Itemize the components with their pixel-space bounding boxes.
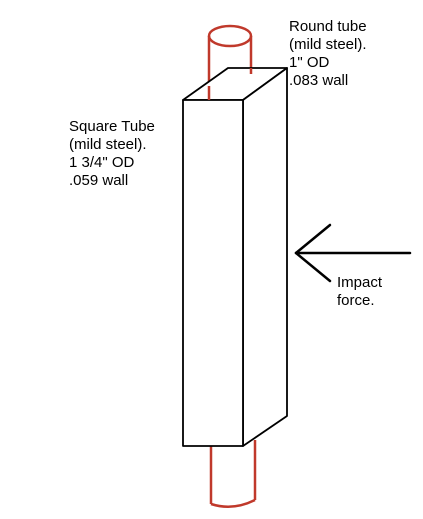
round-tube-label-line-2: (mild steel). [289,36,367,53]
impact-arrow-head-upper [294,223,332,255]
impact-arrow [294,223,412,283]
square-tube-label: Square Tube (mild steel). 1 3/4" OD .059… [69,118,155,190]
round-tube-label: Round tube (mild steel). 1" OD .083 wall [289,18,367,90]
round-tube-inside [207,68,253,100]
round-tube-label-line-3: 1" OD [289,54,330,71]
round-tube-top-opening [207,24,253,48]
square-tube-label-line-1: Square Tube [69,118,155,135]
square-tube-front-face [182,99,244,447]
round-tube-bottom-curve [210,498,256,508]
square-tube-side-face [242,67,288,447]
impact-arrow-head-lower [294,251,332,283]
square-tube-label-line-3: 1 3/4" OD [69,154,135,171]
impact-force-label: Impact force. [337,274,382,310]
impact-label-line-1: Impact [337,274,383,291]
round-tube-bottom [209,440,257,508]
square-tube-label-line-4: .059 wall [69,172,129,189]
square-tube-label-line-2: (mild steel). [69,136,147,153]
square-tube [182,67,288,447]
impact-label-line-2: force. [337,292,375,309]
round-tube-label-line-1: Round tube [289,18,367,35]
round-tube-label-line-4: .083 wall [289,72,349,89]
